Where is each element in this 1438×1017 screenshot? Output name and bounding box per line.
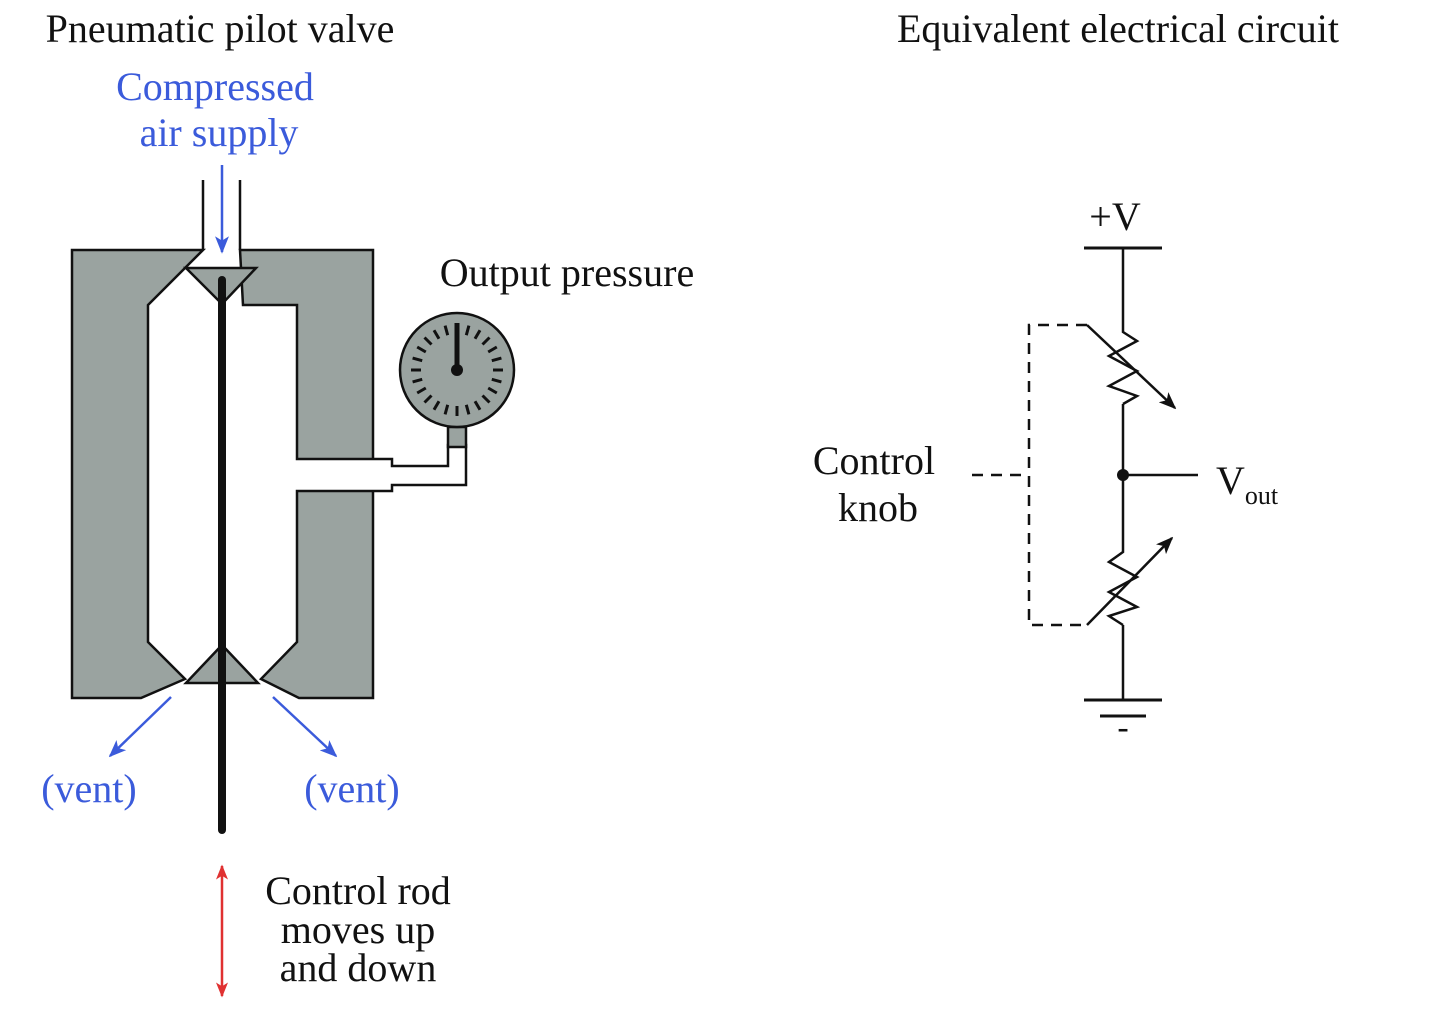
gauge-tick [464,325,471,336]
knob-linkage [1027,323,1087,627]
knob-label-line1: Control [813,438,935,483]
rod-label: Control rod moves up and down [265,868,451,990]
rod-label-line2: moves up [281,907,435,952]
output-pressure-label: Output pressure [440,250,694,295]
supply-label-line1: Compressed [116,64,314,109]
gauge-tick [481,394,491,404]
output-voltage-sub: out [1245,481,1279,510]
vent-left-arrow [108,696,172,758]
upper-resistor [1105,325,1140,406]
knob-label: Control knob [813,438,935,530]
valve-body-right-lower [258,489,375,700]
lower-resistor-variable-arrow [1086,536,1174,626]
gauge-tick [481,336,491,346]
ground-icon [1084,698,1162,718]
gauge-tick [432,329,441,340]
knob-label-line2: knob [838,485,918,530]
upper-resistor-variable-arrow [1086,324,1177,410]
output-port-tube [373,443,468,493]
vent-right-arrow [272,696,338,758]
gauge-tick [473,400,482,411]
valve-title: Pneumatic pilot valve [46,6,395,51]
output-voltage-label: Vout [1216,458,1279,510]
gauge-tick [412,377,423,384]
gauge-tick [412,356,423,363]
gauge-tick [473,329,482,340]
gauge-tick [491,377,502,384]
supply-label: Compressed air supply [116,64,314,155]
valve-body-right-shape [238,248,375,461]
supply-label-line2: air supply [140,110,299,155]
vent-right-label: (vent) [304,766,400,811]
output-voltage-main: V [1216,458,1245,503]
supply-voltage-label: +V [1089,194,1141,239]
gauge-tick [416,386,427,395]
valve-body-left [70,248,207,700]
gauge-tick [487,345,498,354]
rod-label-line1: Control rod [265,868,451,913]
gauge-tick [487,386,498,395]
gauge-tick [416,345,427,354]
gauge-tick [491,356,502,363]
gauge-tick [443,325,450,336]
gauge-tick [432,400,441,411]
lower-resistor [1106,546,1141,627]
gauge-tick [423,336,433,346]
circuit-title: Equivalent electrical circuit [897,6,1339,51]
vent-left-label: (vent) [41,766,137,811]
gauge-tick [464,404,471,415]
gauge-stem [446,425,468,449]
ground-label: - [1117,709,1128,746]
gauge-tick [443,404,450,415]
gauge-tick [423,394,433,404]
rod-label-line3: and down [280,945,437,990]
pressure-gauge-icon [398,311,516,429]
